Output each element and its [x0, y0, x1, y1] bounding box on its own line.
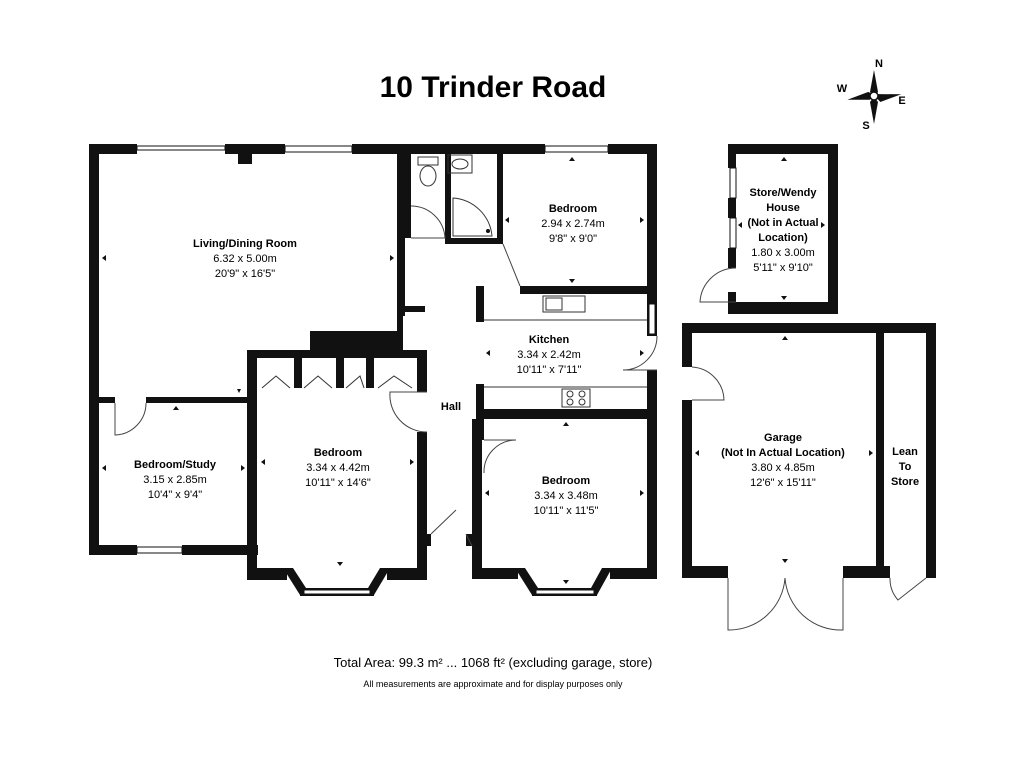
plan-title: 10 Trinder Road: [380, 71, 607, 104]
room-metric-bedroom-center: 3.34 x 4.42m: [306, 462, 370, 474]
room-name-store-line1: Store/Wendy: [749, 187, 817, 199]
room-name-bedroom-study: Bedroom/Study: [134, 459, 217, 471]
room-name-bedroom-center: Bedroom: [314, 447, 363, 459]
room-name-lean-to-line1: Lean: [892, 446, 918, 458]
store-walls: [699, 144, 838, 314]
room-imperial-living: 20'9" x 16'5": [215, 268, 275, 280]
room-metric-garage: 3.80 x 4.85m: [751, 462, 815, 474]
room-name-store-line4: Location): [758, 232, 808, 244]
room-name-kitchen: Kitchen: [529, 334, 570, 346]
room-name-store-line2: House: [766, 202, 800, 214]
room-name-store-line3: (Not in Actual: [747, 217, 818, 229]
room-imperial-garage: 12'6" x 15'11": [750, 477, 816, 489]
room-name-hall: Hall: [441, 401, 461, 413]
compass-e: E: [898, 95, 905, 107]
room-metric-bedroom-ne: 2.94 x 2.74m: [541, 218, 605, 230]
fixtures: [261, 154, 647, 408]
room-note-garage: (Not In Actual Location): [721, 447, 845, 459]
room-imperial-store: 5'11" x 9'10": [753, 262, 813, 274]
room-name-bedroom-ne: Bedroom: [549, 203, 598, 215]
room-metric-store: 1.80 x 3.00m: [751, 247, 815, 259]
total-area: Total Area: 99.3 m² ... 1068 ft² (exclud…: [334, 655, 653, 670]
room-metric-bedroom-se: 3.34 x 3.48m: [534, 490, 598, 502]
room-metric-bedroom-study: 3.15 x 2.85m: [143, 474, 207, 486]
room-name-lean-to-line2: To: [899, 461, 912, 473]
room-imperial-bedroom-se: 10'11" x 11'5": [534, 505, 599, 517]
room-name-living: Living/Dining Room: [193, 238, 297, 250]
compass-w: W: [837, 83, 848, 95]
room-imperial-bedroom-study: 10'4" x 9'4": [148, 489, 202, 501]
doors: [114, 205, 658, 547]
compass-icon: N S E W: [837, 58, 906, 132]
room-imperial-bedroom-center: 10'11" x 14'6": [305, 477, 371, 489]
room-name-bedroom-se: Bedroom: [542, 475, 591, 487]
room-imperial-bedroom-ne: 9'8" x 9'0": [549, 233, 597, 245]
windows: [136, 145, 737, 595]
room-imperial-kitchen: 10'11" x 7'11": [517, 364, 582, 376]
disclaimer: All measurements are approximate and for…: [363, 679, 623, 689]
room-metric-living: 6.32 x 5.00m: [213, 253, 277, 265]
room-name-lean-to-line3: Store: [891, 476, 919, 488]
dimension-markers: [102, 157, 873, 584]
compass-n: N: [875, 58, 883, 70]
garage-walls: [682, 323, 936, 631]
room-name-garage: Garage: [764, 432, 802, 444]
room-metric-kitchen: 3.34 x 2.42m: [517, 349, 581, 361]
compass-s: S: [862, 120, 869, 132]
